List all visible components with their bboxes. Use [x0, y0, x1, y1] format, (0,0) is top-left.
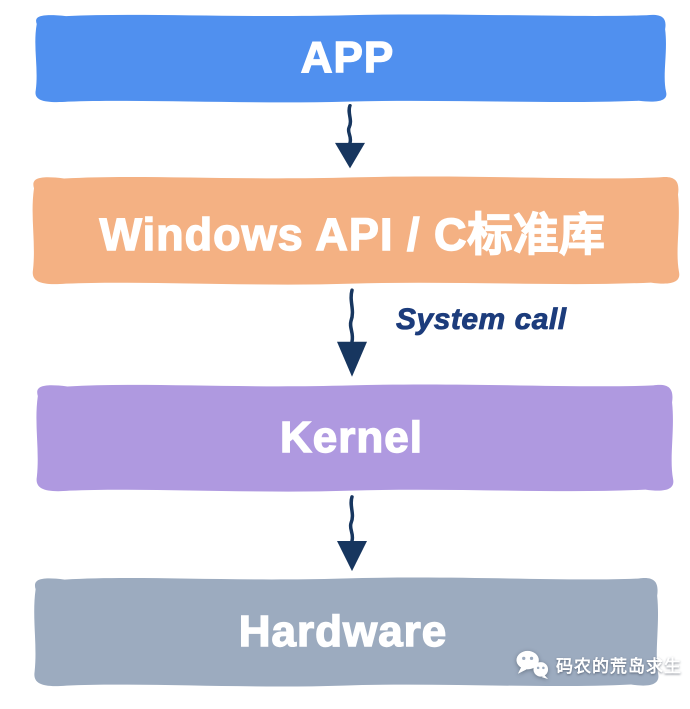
arrow-kernel-to-hardware-icon: [337, 495, 367, 572]
arrow-windows-api-to-kernel-icon: [337, 288, 367, 377]
wechat-icon: [516, 650, 549, 680]
layer-hardware: Hardware: [24, 572, 662, 691]
layer-windows-api: Windows API / C标准库: [22, 171, 683, 289]
layer-kernel-label: Kernel: [279, 412, 423, 462]
layer-hardware-label: Hardware: [238, 606, 448, 656]
layer-app: APP: [25, 10, 670, 106]
watermark-text: 码农的荒岛求生: [556, 657, 682, 676]
layer-kernel: Kernel: [26, 379, 677, 496]
watermark: 码农的荒岛求生: [515, 649, 682, 680]
system-call-label: System call: [396, 303, 567, 337]
arrow-app-to-windows-api-icon: [335, 103, 365, 169]
layer-app-label: APP: [300, 32, 395, 82]
layer-windows-api-label: Windows API / C标准库: [99, 208, 606, 260]
